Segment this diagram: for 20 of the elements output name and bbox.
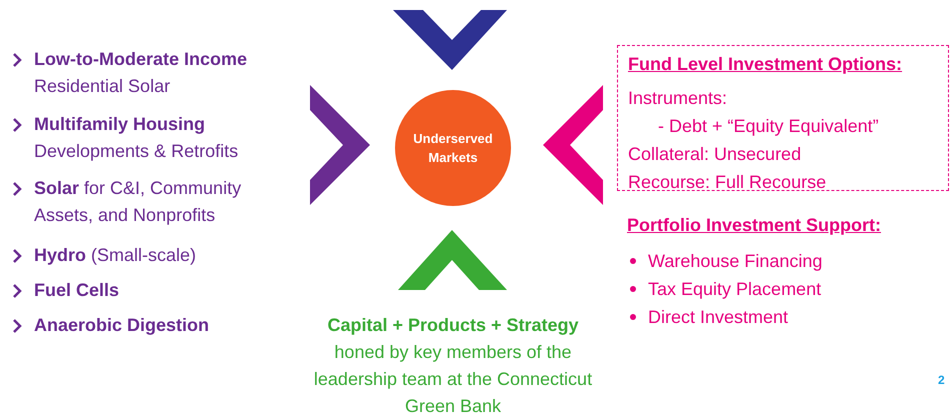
list-item: Solar for C&I, Community Assets, and Nonprofits xyxy=(34,177,242,227)
heading: Fund Level Investment Options: xyxy=(628,53,902,76)
list-item: - Debt + “Equity Equivalent” xyxy=(657,115,879,138)
list-item: Tax Equity Placement xyxy=(648,278,822,301)
tagline: Capital + Products + Strategy xyxy=(326,314,580,337)
list-item: Fuel Cells xyxy=(34,279,120,302)
list-item: Multifamily Housing Developments & Retrofits xyxy=(34,113,240,163)
description: honed by key members of the leadership team at the Connecticut Green Bank xyxy=(312,341,594,417)
heading: Portfolio Investment Support: xyxy=(627,214,881,237)
dashed-box xyxy=(617,45,949,191)
term-label: Collateral: Unsecured xyxy=(628,143,802,166)
list-item: Low-to-Moderate Income Residential Solar xyxy=(34,48,248,98)
node-label: Underserved Markets xyxy=(412,130,494,167)
list-item: Warehouse Financing xyxy=(648,250,822,273)
term-label: Instruments: xyxy=(628,87,728,110)
term-label: Recourse: Full Recourse xyxy=(628,171,826,194)
list-item: Anaerobic Digestion xyxy=(34,314,210,337)
page-number: 2 xyxy=(938,373,945,387)
list-item: Direct Investment xyxy=(648,306,788,329)
list-item: Hydro (Small-scale) xyxy=(34,244,198,267)
